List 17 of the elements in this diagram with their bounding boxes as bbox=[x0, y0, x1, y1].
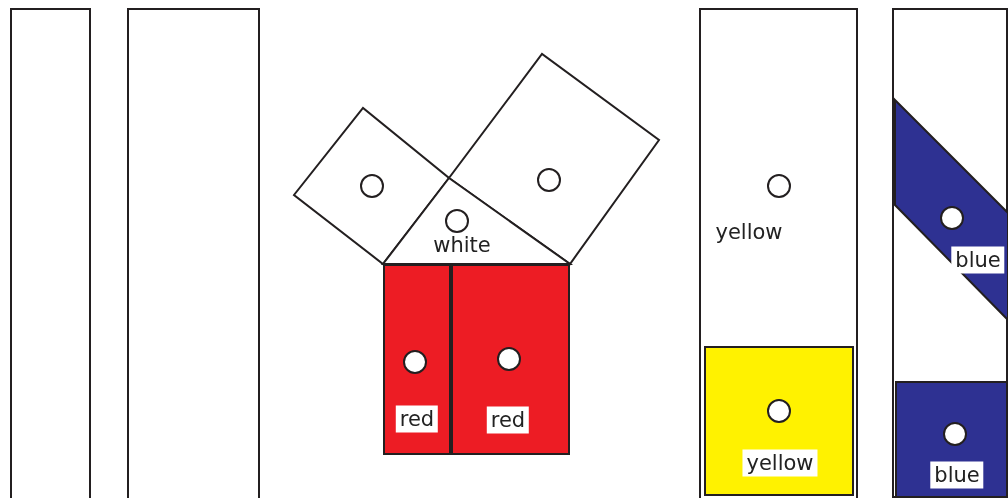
rectangle-piece bbox=[892, 8, 1008, 498]
color-label: yellow bbox=[742, 449, 818, 477]
color-label: blue bbox=[951, 246, 1005, 274]
rectangle-piece bbox=[383, 264, 451, 455]
rectangle-piece bbox=[699, 8, 858, 498]
parallelogram-piece bbox=[895, 100, 1008, 320]
triangle-piece bbox=[383, 178, 570, 264]
rectangle-piece bbox=[451, 264, 570, 455]
rectangle-piece bbox=[704, 346, 854, 496]
color-label: white bbox=[433, 234, 491, 256]
color-label: red bbox=[395, 405, 439, 433]
rectangle-piece bbox=[895, 381, 1008, 498]
rectangle-piece bbox=[127, 8, 260, 498]
rectangle-piece bbox=[10, 8, 91, 498]
color-label: blue bbox=[930, 461, 984, 489]
color-label: yellow bbox=[715, 221, 783, 243]
color-label: red bbox=[486, 406, 530, 434]
